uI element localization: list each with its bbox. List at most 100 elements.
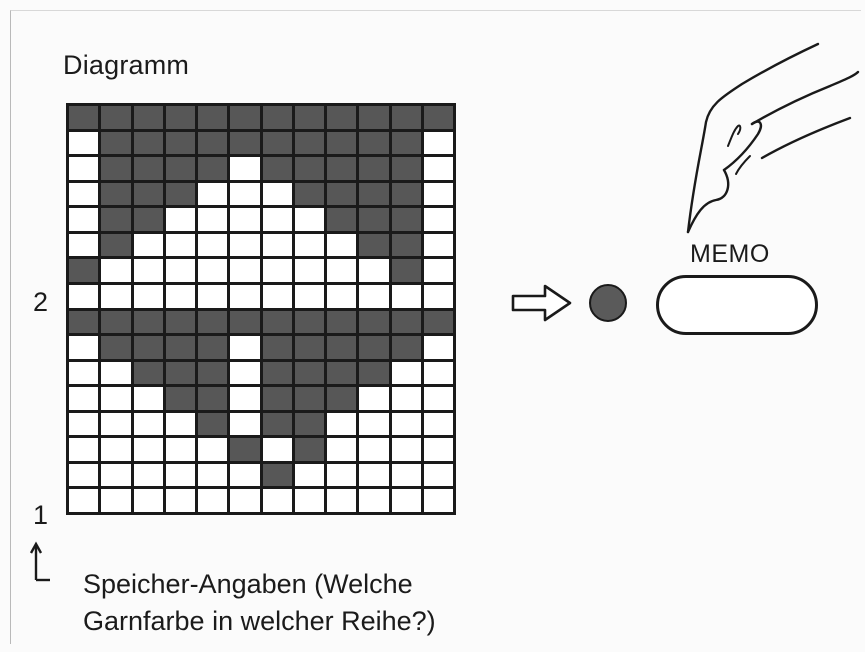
dark-stitch-cell	[392, 157, 421, 180]
light-stitch-cell	[230, 157, 259, 180]
light-stitch-cell	[359, 489, 388, 512]
light-stitch-cell	[295, 489, 324, 512]
dark-stitch-cell	[327, 336, 356, 359]
light-stitch-cell	[166, 413, 195, 436]
light-stitch-cell	[101, 489, 130, 512]
light-stitch-cell	[295, 208, 324, 231]
dark-stitch-cell	[263, 362, 292, 385]
light-stitch-cell	[424, 438, 453, 461]
light-stitch-cell	[230, 285, 259, 308]
dark-stitch-cell	[359, 234, 388, 257]
light-stitch-cell	[134, 285, 163, 308]
dark-stitch-cell	[263, 336, 292, 359]
dark-stitch-cell	[166, 336, 195, 359]
light-stitch-cell	[101, 464, 130, 487]
dark-stitch-cell	[263, 311, 292, 334]
dark-stitch-cell	[295, 438, 324, 461]
light-stitch-cell	[392, 362, 421, 385]
light-stitch-cell	[424, 132, 453, 155]
stitch-pattern-grid	[66, 103, 456, 515]
light-stitch-cell	[263, 489, 292, 512]
light-stitch-cell	[263, 259, 292, 282]
dark-stitch-cell	[327, 311, 356, 334]
dark-stitch-cell	[198, 336, 227, 359]
light-stitch-cell	[230, 489, 259, 512]
light-stitch-cell	[424, 259, 453, 282]
dark-stitch-cell	[134, 132, 163, 155]
dark-stitch-cell	[69, 106, 98, 129]
light-stitch-cell	[198, 183, 227, 206]
dark-stitch-cell	[134, 106, 163, 129]
light-stitch-cell	[134, 413, 163, 436]
dark-stitch-cell	[101, 234, 130, 257]
light-stitch-cell	[198, 438, 227, 461]
dark-stitch-cell	[359, 311, 388, 334]
light-stitch-cell	[230, 387, 259, 410]
light-stitch-cell	[101, 413, 130, 436]
dark-stitch-cell	[198, 413, 227, 436]
memory-caption: Speicher-Angaben (Welche Garnfarbe in we…	[83, 566, 436, 640]
dark-stitch-cell	[295, 183, 324, 206]
dark-stitch-cell	[101, 311, 130, 334]
light-stitch-cell	[166, 464, 195, 487]
dark-stitch-cell	[327, 106, 356, 129]
dark-color-indicator-dot	[589, 284, 627, 322]
caption-line-2: Garnfarbe in welcher Reihe?)	[83, 603, 436, 640]
memo-button[interactable]	[656, 275, 818, 335]
light-stitch-cell	[424, 208, 453, 231]
dark-stitch-cell	[198, 311, 227, 334]
light-stitch-cell	[392, 464, 421, 487]
dark-stitch-cell	[392, 311, 421, 334]
light-stitch-cell	[230, 208, 259, 231]
light-stitch-cell	[359, 387, 388, 410]
light-stitch-cell	[295, 234, 324, 257]
dark-stitch-cell	[263, 106, 292, 129]
dark-stitch-cell	[166, 311, 195, 334]
dark-stitch-cell	[263, 157, 292, 180]
light-stitch-cell	[359, 438, 388, 461]
dark-stitch-cell	[134, 157, 163, 180]
light-stitch-cell	[198, 234, 227, 257]
dark-stitch-cell	[166, 387, 195, 410]
light-stitch-cell	[327, 234, 356, 257]
light-stitch-cell	[263, 208, 292, 231]
light-stitch-cell	[424, 489, 453, 512]
dark-stitch-cell	[359, 208, 388, 231]
light-stitch-cell	[424, 183, 453, 206]
light-stitch-cell	[166, 489, 195, 512]
light-stitch-cell	[392, 285, 421, 308]
dark-stitch-cell	[295, 157, 324, 180]
dark-stitch-cell	[359, 106, 388, 129]
dark-stitch-cell	[392, 132, 421, 155]
dark-stitch-cell	[134, 362, 163, 385]
light-stitch-cell	[424, 387, 453, 410]
diagram-title: Diagramm	[63, 50, 189, 81]
light-stitch-cell	[327, 464, 356, 487]
light-stitch-cell	[101, 259, 130, 282]
light-stitch-cell	[198, 285, 227, 308]
light-stitch-cell	[101, 285, 130, 308]
light-stitch-cell	[101, 362, 130, 385]
light-stitch-cell	[263, 234, 292, 257]
dark-stitch-cell	[359, 362, 388, 385]
light-stitch-cell	[230, 259, 259, 282]
dark-stitch-cell	[295, 311, 324, 334]
light-stitch-cell	[198, 259, 227, 282]
light-stitch-cell	[359, 259, 388, 282]
light-stitch-cell	[295, 285, 324, 308]
dark-stitch-cell	[295, 362, 324, 385]
dark-stitch-cell	[198, 106, 227, 129]
dark-stitch-cell	[134, 336, 163, 359]
dark-stitch-cell	[166, 157, 195, 180]
light-stitch-cell	[424, 157, 453, 180]
dark-stitch-cell	[198, 132, 227, 155]
dark-stitch-cell	[134, 208, 163, 231]
dark-stitch-cell	[198, 157, 227, 180]
light-stitch-cell	[69, 489, 98, 512]
row-label-1: 1	[33, 500, 48, 531]
dark-stitch-cell	[424, 106, 453, 129]
light-stitch-cell	[101, 438, 130, 461]
light-stitch-cell	[69, 157, 98, 180]
dark-stitch-cell	[359, 336, 388, 359]
light-stitch-cell	[263, 438, 292, 461]
